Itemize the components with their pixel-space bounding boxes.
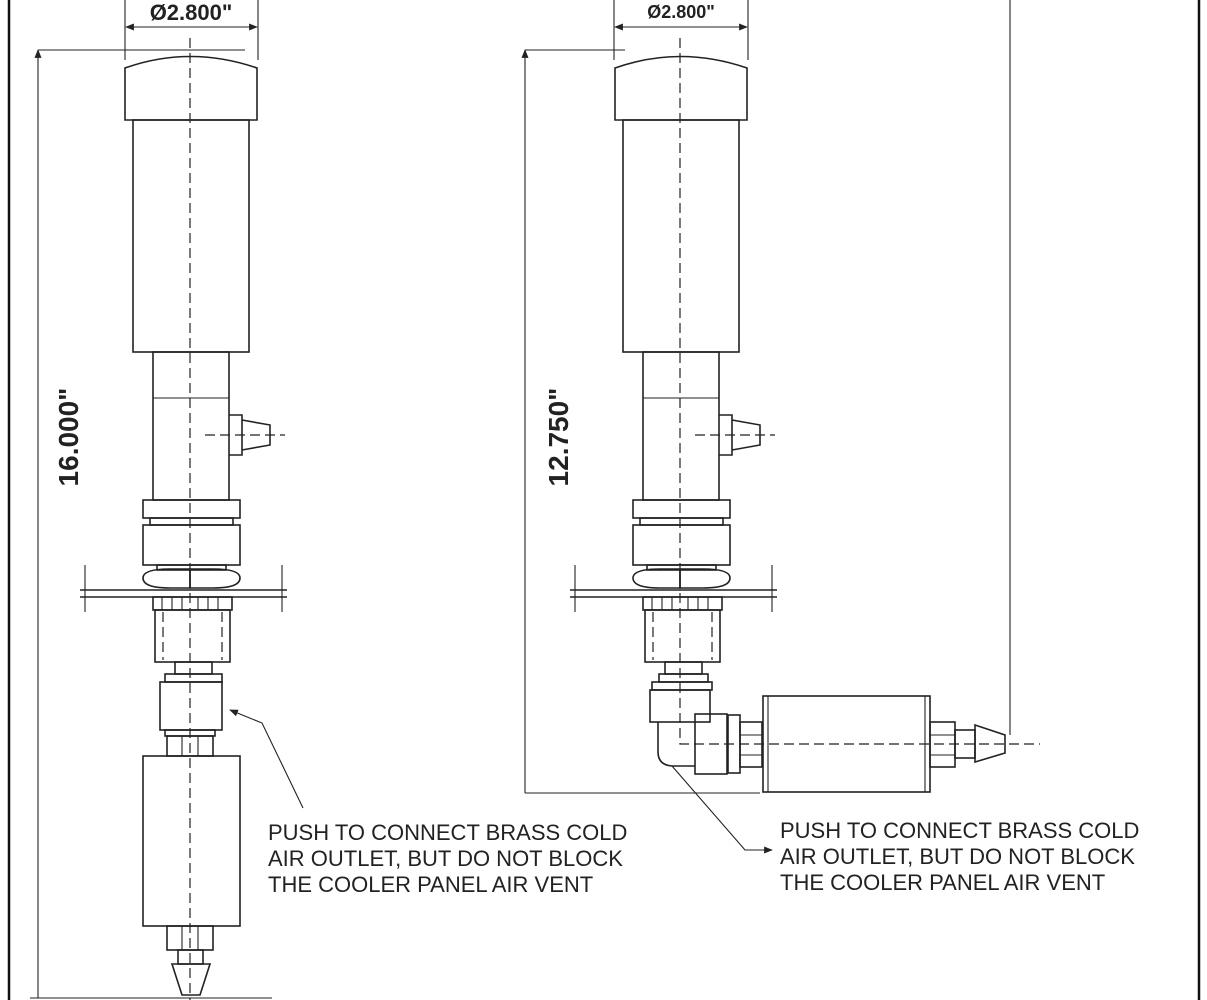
right-height-label: 12.750": [543, 388, 574, 487]
right-note-line-3: THE COOLER PANEL AIR VENT: [780, 870, 1105, 895]
right-note-line-2: AIR OUTLET, BUT DO NOT BLOCK: [780, 844, 1135, 869]
right-note-line-1: PUSH TO CONNECT BRASS COLD: [780, 818, 1139, 843]
right-leader-arrow: [671, 765, 773, 854]
frame-border: [7, 0, 1201, 1000]
filter-body: [142, 755, 241, 927]
left-note-line-2: AIR OUTLET, BUT DO NOT BLOCK: [268, 846, 623, 871]
left-view: Ø2.800" 16.000" PUSH TO CONNECT BRASS CO…: [30, 0, 627, 1000]
right-view: Ø2.800" 12.750" PUSH TO CONNECT BRASS CO…: [521, 0, 1139, 895]
right-diameter-label: Ø2.800": [647, 2, 715, 22]
left-note-line-3: THE COOLER PANEL AIR VENT: [268, 872, 593, 897]
left-note-line-1: PUSH TO CONNECT BRASS COLD: [268, 820, 627, 845]
left-leader-arrow: [229, 709, 304, 809]
left-diameter-label: Ø2.800": [150, 0, 233, 25]
left-height-label: 16.000": [53, 388, 84, 487]
